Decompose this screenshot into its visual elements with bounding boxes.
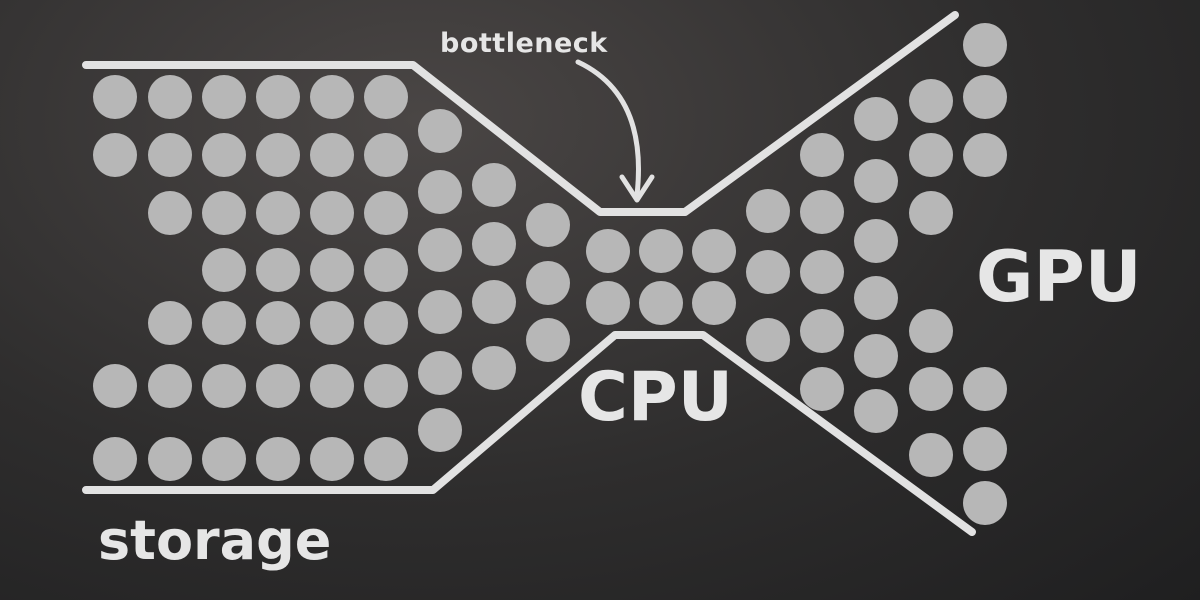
data-dot	[256, 75, 300, 119]
data-dot	[692, 229, 736, 273]
data-dot	[202, 191, 246, 235]
data-dot	[364, 191, 408, 235]
data-dot	[202, 248, 246, 292]
data-dot	[800, 367, 844, 411]
data-dot	[472, 346, 516, 390]
data-dot	[854, 276, 898, 320]
data-dot	[586, 229, 630, 273]
data-dot	[909, 191, 953, 235]
data-dot	[148, 133, 192, 177]
data-dot	[310, 75, 354, 119]
data-dot	[746, 318, 790, 362]
data-dot	[909, 79, 953, 123]
data-dot	[418, 351, 462, 395]
funnel-bottom-line	[82, 331, 976, 536]
data-dot	[963, 427, 1007, 471]
data-dot	[963, 481, 1007, 525]
data-dot	[148, 301, 192, 345]
data-dot	[909, 433, 953, 477]
storage-label: storage	[98, 509, 332, 572]
data-dot	[256, 133, 300, 177]
data-dot	[472, 222, 516, 266]
data-dot	[310, 133, 354, 177]
data-dot	[418, 109, 462, 153]
data-dot	[93, 437, 137, 481]
data-dot	[202, 75, 246, 119]
data-dot	[202, 364, 246, 408]
data-dot	[639, 281, 683, 325]
data-dot	[963, 75, 1007, 119]
data-dot	[472, 280, 516, 324]
data-dot	[692, 281, 736, 325]
data-dot	[800, 250, 844, 294]
data-dot	[800, 309, 844, 353]
gpu-label: GPU	[976, 236, 1142, 318]
data-dot	[364, 437, 408, 481]
data-dot	[800, 133, 844, 177]
data-dot	[364, 364, 408, 408]
data-dots	[93, 23, 1007, 525]
data-dot	[639, 229, 683, 273]
data-dot	[854, 389, 898, 433]
data-dot	[310, 248, 354, 292]
data-dot	[148, 437, 192, 481]
data-dot	[746, 189, 790, 233]
bottleneck-arrow	[575, 59, 641, 198]
data-dot	[418, 228, 462, 272]
data-dot	[256, 301, 300, 345]
data-dot	[854, 334, 898, 378]
cpu-label: CPU	[578, 358, 733, 437]
bottleneck-label: bottleneck	[440, 28, 608, 59]
data-dot	[310, 437, 354, 481]
data-dot	[909, 133, 953, 177]
data-dot	[418, 290, 462, 334]
data-dot	[202, 133, 246, 177]
data-dot	[472, 163, 516, 207]
data-dot	[963, 23, 1007, 67]
data-dot	[364, 301, 408, 345]
data-dot	[148, 75, 192, 119]
data-dot	[256, 248, 300, 292]
data-dot	[746, 250, 790, 294]
data-dot	[418, 408, 462, 452]
data-dot	[526, 318, 570, 362]
funnel-top-line	[82, 11, 959, 216]
data-dot	[586, 281, 630, 325]
data-dot	[418, 170, 462, 214]
data-dot	[364, 248, 408, 292]
data-dot	[963, 367, 1007, 411]
data-dot	[310, 191, 354, 235]
data-dot	[800, 190, 844, 234]
data-dot	[854, 97, 898, 141]
data-dot	[256, 191, 300, 235]
data-dot	[202, 437, 246, 481]
data-dot	[526, 203, 570, 247]
data-dot	[310, 301, 354, 345]
data-dot	[854, 159, 898, 203]
data-dot	[854, 219, 898, 263]
data-dot	[256, 364, 300, 408]
data-dot	[148, 191, 192, 235]
data-dot	[364, 133, 408, 177]
data-dot	[909, 309, 953, 353]
data-dot	[93, 75, 137, 119]
data-dot	[93, 364, 137, 408]
data-dot	[202, 301, 246, 345]
data-dot	[148, 364, 192, 408]
data-dot	[256, 437, 300, 481]
bottleneck-arrowhead	[619, 174, 655, 203]
data-dot	[526, 261, 570, 305]
data-dot	[909, 367, 953, 411]
data-dot	[93, 133, 137, 177]
data-dot	[963, 133, 1007, 177]
data-dot	[364, 75, 408, 119]
data-dot	[310, 364, 354, 408]
